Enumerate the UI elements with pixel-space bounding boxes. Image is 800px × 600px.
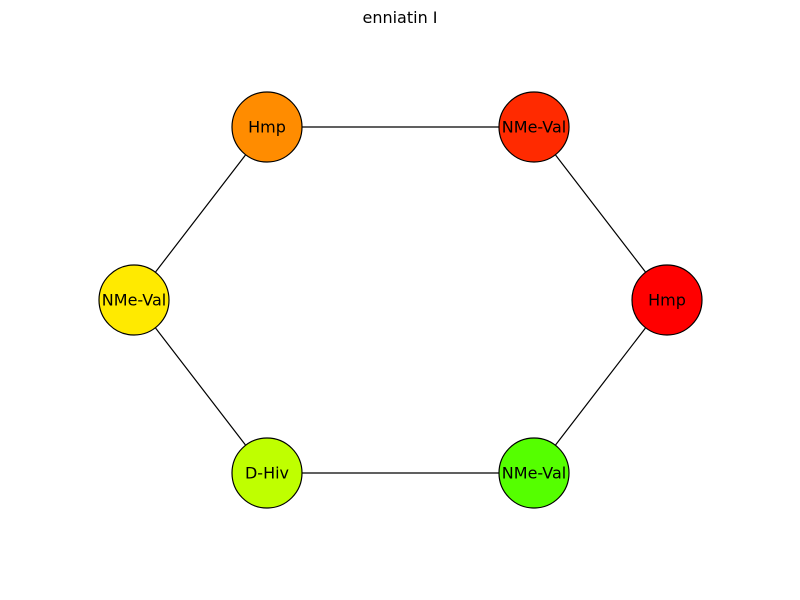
- node-0[interactable]: Hmp: [231, 91, 303, 163]
- node-1-circle: [498, 91, 570, 163]
- node-0-label: Hmp: [248, 118, 286, 137]
- node-1-label: NMe-Val: [502, 118, 566, 137]
- node-5[interactable]: NMe-Val: [98, 264, 170, 336]
- diagram-title: enniatin I: [362, 8, 438, 27]
- node-2[interactable]: Hmp: [631, 264, 703, 336]
- node-5-circle: [98, 264, 170, 336]
- node-5-label: NMe-Val: [102, 291, 166, 310]
- node-4-label: D-Hiv: [245, 464, 289, 483]
- node-4-circle: [231, 437, 303, 509]
- edge-4-5: [133, 299, 268, 474]
- node-1[interactable]: NMe-Val: [498, 91, 570, 163]
- edge-2-3: [533, 299, 668, 474]
- node-2-label: Hmp: [648, 291, 686, 310]
- node-3-circle: [498, 437, 570, 509]
- node-3-label: NMe-Val: [502, 464, 566, 483]
- node-0-circle: [231, 91, 303, 163]
- node-3[interactable]: NMe-Val: [498, 437, 570, 509]
- node-2-circle: [631, 264, 703, 336]
- edge-5-0: [133, 126, 268, 301]
- edge-1-2: [533, 126, 668, 301]
- node-4[interactable]: D-Hiv: [231, 437, 303, 509]
- edges-group: [133, 126, 668, 474]
